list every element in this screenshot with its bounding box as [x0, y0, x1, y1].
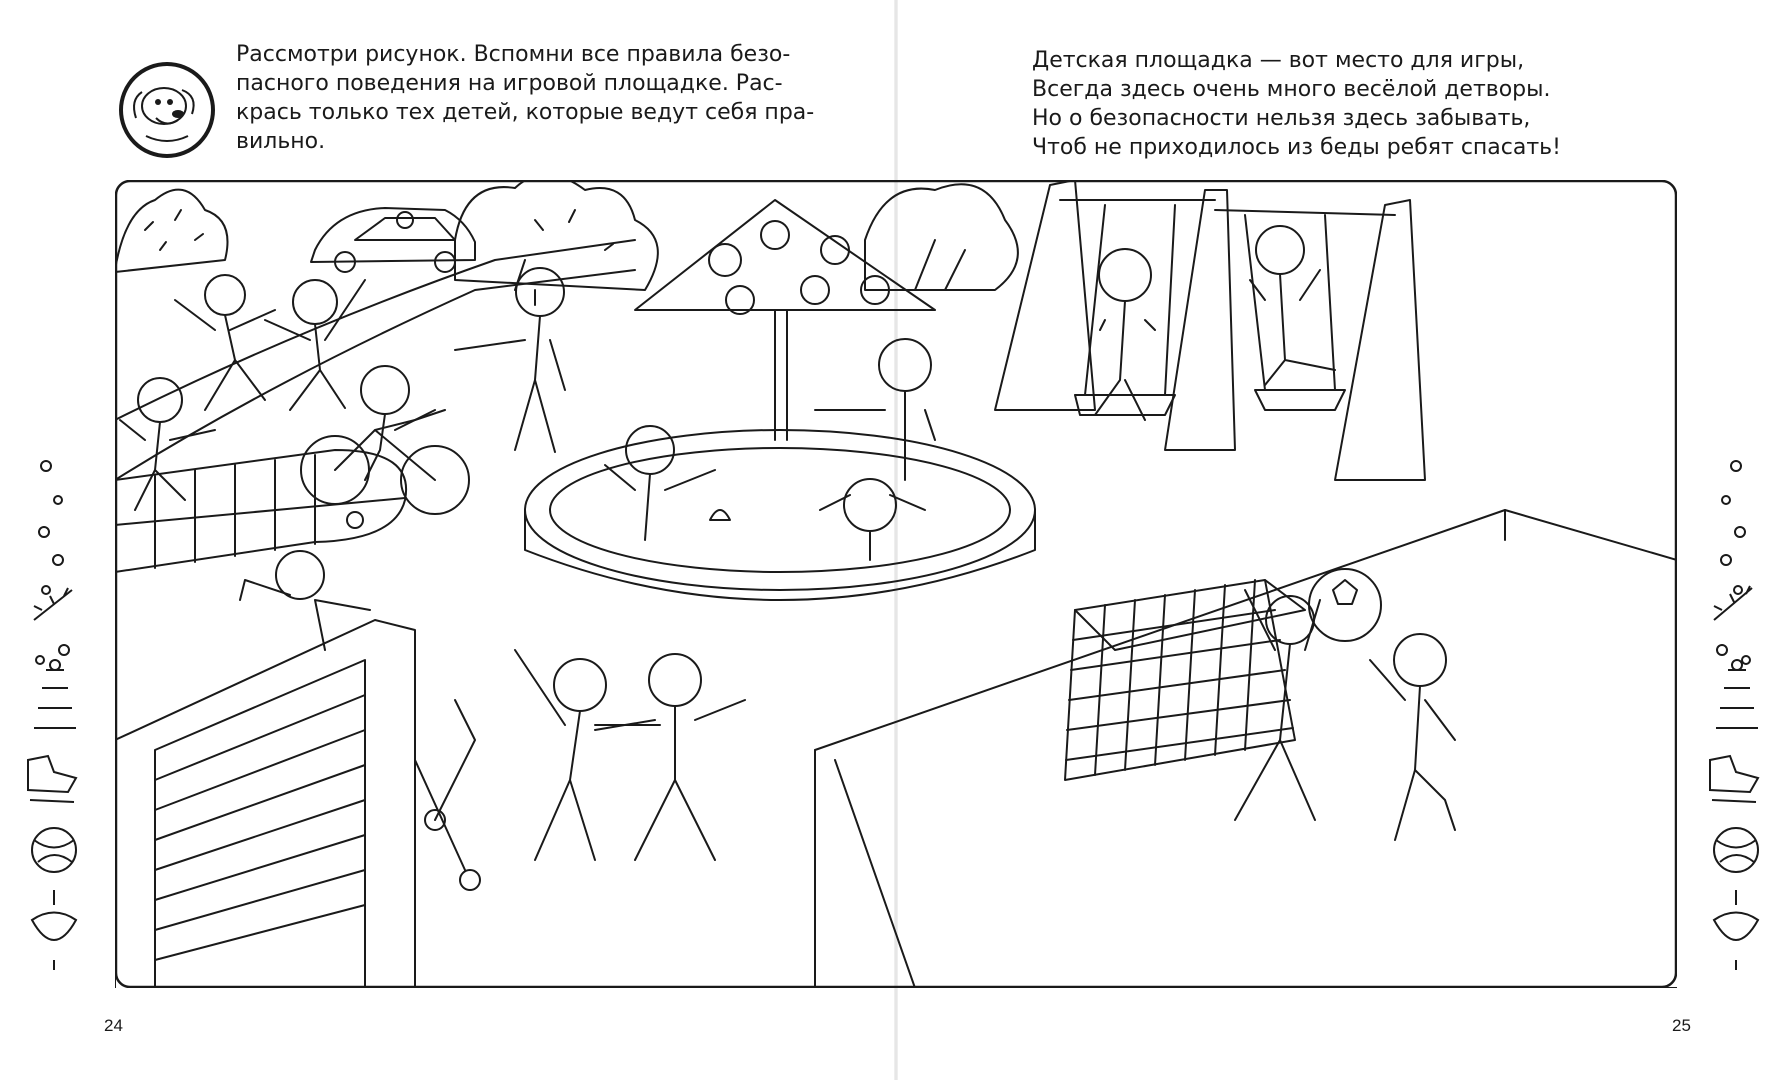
- sparkler-icon: [33, 587, 73, 621]
- football-goal: [1064, 579, 1306, 781]
- mushroom-umbrella: [634, 199, 936, 441]
- child-figure: [1369, 633, 1456, 841]
- poem-line: Чтоб не приходилось из беды ребят спасат…: [1032, 135, 1561, 160]
- instruction-line: вильно.: [236, 129, 326, 154]
- page-gutter: [894, 0, 898, 1080]
- page-number-right: 25: [1672, 1016, 1691, 1035]
- child-figure: [594, 653, 746, 861]
- toys-decoration-right: [1709, 460, 1760, 970]
- car-icon: [310, 207, 476, 273]
- skate-icon: [27, 754, 78, 803]
- swing-set: [994, 180, 1426, 481]
- instruction-text: Рассмотри рисунок. Вспомни все правила б…: [236, 40, 848, 156]
- child-figure: [604, 425, 731, 541]
- road: [115, 239, 636, 421]
- sparkler-icon: [1713, 585, 1753, 621]
- scene-frame: [115, 180, 1677, 988]
- pyramid-toy-icon: [34, 659, 76, 729]
- child-figure: [454, 267, 566, 453]
- instruction-line: пасного поведения на игровой площадке. Р…: [236, 71, 783, 96]
- garage-building: [115, 619, 416, 988]
- skate-icon: [1709, 754, 1760, 803]
- ball-icon: [31, 827, 77, 873]
- spinning-top-icon: [1712, 890, 1760, 970]
- ball-icon: [1713, 827, 1759, 873]
- playground-coloring-illustration: [115, 180, 1677, 988]
- scooter-icon: [414, 699, 481, 891]
- poem-line: Всегда здесь очень много весёлой детворы…: [1032, 77, 1551, 102]
- child-figure: [1249, 225, 1336, 386]
- tree-icon: [454, 180, 659, 306]
- child-figure: [360, 365, 436, 481]
- dog-mascot-icon: [119, 62, 215, 158]
- child-figure: [514, 649, 656, 861]
- bush-icon: [115, 188, 229, 273]
- child-figure: [264, 279, 366, 411]
- poem-line: Детская площадка — вот место для игры,: [1032, 48, 1525, 73]
- instruction-line: Рассмотри рисунок. Вспомни все правила б…: [236, 42, 791, 67]
- page-number-left: 24: [104, 1016, 123, 1035]
- tree-icon: [864, 183, 1019, 291]
- sandbox: [524, 429, 1036, 601]
- child-figure: [1094, 248, 1156, 421]
- child-figure: [174, 274, 276, 411]
- toys-decoration-left: [27, 460, 78, 970]
- poem-line: Но о безопасности нельзя здесь забывать,: [1032, 106, 1531, 131]
- child-figure: [819, 478, 926, 561]
- child-figure: [239, 550, 371, 651]
- bicycle-icon: [300, 409, 470, 515]
- poem: Детская площадка — вот место для игры, В…: [1032, 46, 1722, 162]
- road-edge: [115, 269, 636, 481]
- football-icon: [1308, 568, 1382, 642]
- spinning-top-icon: [30, 890, 78, 970]
- child-figure: [814, 338, 936, 481]
- pyramid-toy-icon: [1716, 659, 1758, 729]
- child-figure: [119, 377, 216, 511]
- instruction-line: крась только тех детей, которые ведут се…: [236, 100, 815, 125]
- football-field: [814, 509, 1677, 988]
- child-figure: [1234, 589, 1321, 821]
- hopscotch-grid: [115, 449, 408, 573]
